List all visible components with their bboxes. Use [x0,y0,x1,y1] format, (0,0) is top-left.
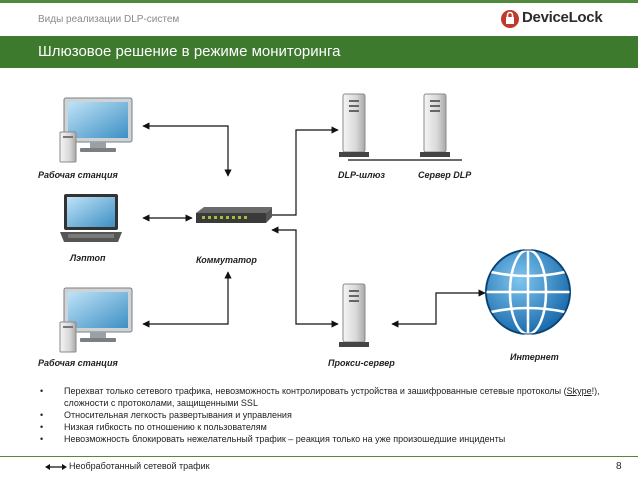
bullet-list: Перехват только сетевого трафика, невозм… [40,385,620,445]
internet-globe-icon [485,248,571,336]
connector-lines [142,122,486,328]
label-workstation-2: Рабочая станция [38,358,118,368]
network-switch-icon [196,207,272,223]
page-title: Шлюзовое решение в режиме мониторинга [38,43,341,60]
logo-mark-icon [501,10,519,28]
top-accent-line [0,0,638,3]
link-workstation1-switch [142,122,232,177]
dlp-server-server-tower-icon [420,93,450,157]
link-workstation2-switch [142,271,232,328]
title-banner: Шлюзовое решение в режиме мониторинга [0,36,638,68]
double-arrow-icon [45,464,67,470]
link-proxy-internet [391,289,486,328]
proxy-server-tower-icon [339,283,369,347]
label-dlp-server: Сервер DLP [418,170,472,180]
breadcrumb: Виды реализации DLP-систем [38,14,180,25]
label-switch: Коммутатор [196,255,257,265]
footer-divider [0,456,638,457]
label-laptop: Лэптоп [70,253,106,263]
label-proxy: Прокси-сервер [328,358,395,368]
devicelock-logo: DeviceLock [500,7,612,31]
workstation-2-desktop-computer-icon [59,287,133,353]
dlp-gateway-server-tower-icon [339,93,369,157]
bullet-item: Невозможность блокировать нежелательный … [40,433,620,445]
bullet-item: Относительная легкость развертывания и у… [40,409,620,421]
link-switch-dlp-gateway [272,126,339,216]
label-internet: Интернет [510,352,559,362]
bullet-item: Перехват только сетевого трафика, невозм… [40,385,620,409]
logo-text: DeviceLock [522,9,603,26]
label-dlp-gateway: DLP-шлюз [338,170,385,180]
legend-label: Необработанный сетевой трафик [69,461,210,471]
link-switch-proxy [271,226,339,328]
workstation-1-desktop-computer-icon [59,97,133,163]
laptop-icon [60,194,122,242]
bullet-item: Низкая гибкость по отношению к пользоват… [40,421,620,433]
page-number: 8 [616,461,622,472]
label-workstation-1: Рабочая станция [38,170,118,180]
network-diagram: Рабочая станция Лэптоп Рабочая станция К… [0,70,638,380]
skype-link[interactable]: Skype [566,386,592,396]
